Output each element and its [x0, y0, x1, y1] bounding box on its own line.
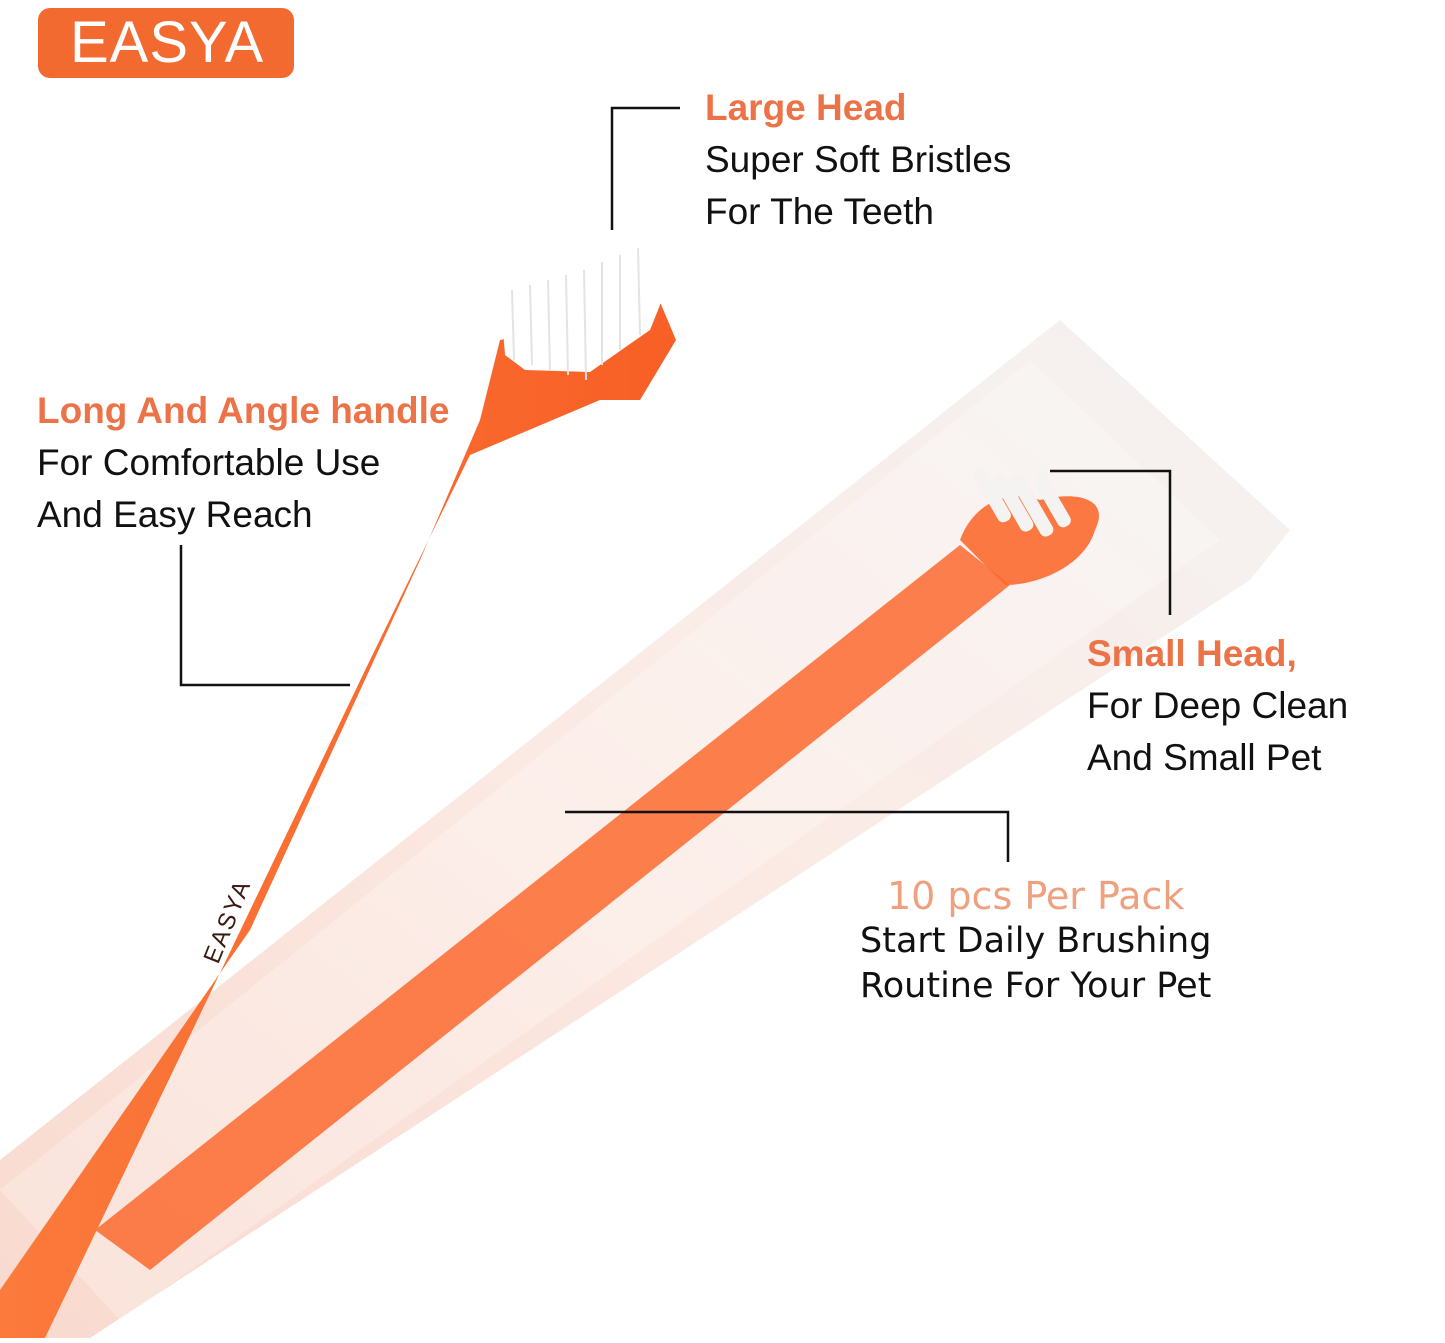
callout-heading: Large Head	[705, 87, 907, 128]
callout-heading: Long And Angle handle	[37, 390, 450, 431]
callout-long-handle: Long And Angle handle For Comfortable Us…	[37, 385, 449, 541]
callout-line: For The Teeth	[705, 191, 934, 232]
brand-logo: EASYA	[38, 8, 294, 78]
callout-large-head: Large Head Super Soft Bristles For The T…	[705, 82, 1011, 238]
bristles	[500, 215, 662, 381]
callout-line: For Comfortable Use	[37, 442, 381, 483]
callout-heading: 10 pcs Per Pack	[887, 874, 1185, 918]
large-head-brush: EASYA	[0, 215, 676, 1338]
small-head-brush	[95, 467, 1099, 1270]
callout-line: And Easy Reach	[37, 494, 313, 535]
callout-line: Start Daily Brushing	[860, 921, 1212, 961]
leader-lines	[179, 106, 1172, 862]
callout-line: Super Soft Bristles	[705, 139, 1012, 180]
callout-line: And Small Pet	[1087, 737, 1322, 778]
callout-pack-count: 10 pcs Per Pack Start Daily Brushing Rou…	[860, 873, 1211, 1009]
callout-heading: Small Head,	[1087, 633, 1297, 674]
callout-line: For Deep Clean	[1087, 685, 1349, 726]
callout-line: Routine For Your Pet	[860, 966, 1212, 1006]
callout-small-head: Small Head, For Deep Clean And Small Pet	[1087, 628, 1348, 784]
